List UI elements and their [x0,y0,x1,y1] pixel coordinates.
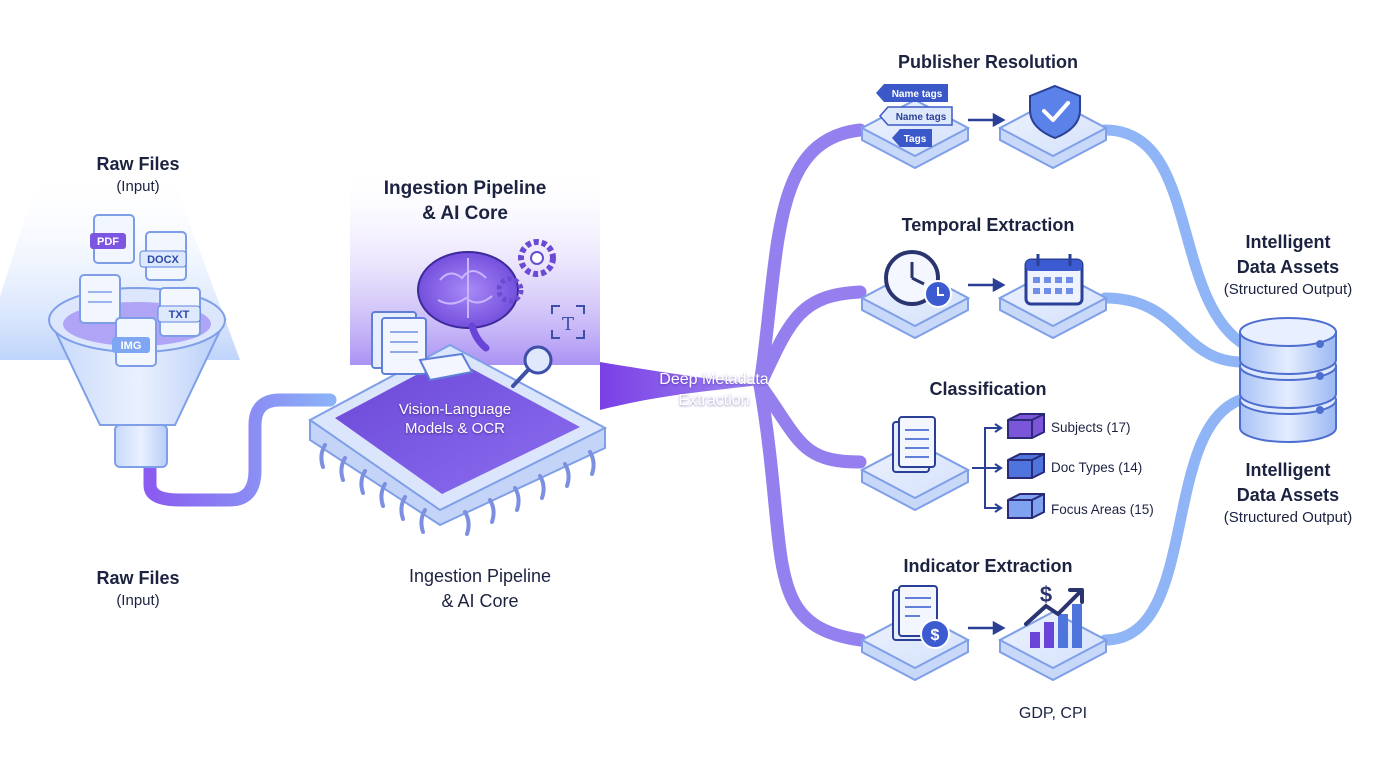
output-title-repeat-line2: Data Assets [1236,485,1340,505]
deep-metadata-line1: Deep Metadata [659,371,769,388]
file-icons: PDF DOCX TXT IMG [79,214,201,367]
financial-document-icon: $ [892,585,950,649]
pdf-file-icon [90,214,135,264]
indicator-caption: GDP, CPI [1018,705,1088,722]
deep-metadata-line2: Extraction [678,392,750,409]
classification-branches [972,423,1003,513]
output-title-line1: Intelligent [1245,232,1331,252]
deep-metadata-stream [600,362,760,410]
text-page-icon [418,352,474,382]
database-icon [1239,317,1337,443]
core-chip-line1: Vision-Language [398,401,512,418]
temporal-extraction-title: Temporal Extraction [901,215,1075,235]
name-tag-1: Name tags [892,89,943,100]
docx-label: DOCX [147,254,179,266]
stage-arrows [968,112,1006,636]
core-title-repeat-line2: & AI Core [441,591,519,611]
brain-icon [417,251,519,352]
output-connectors [1099,124,1251,646]
gear-icon [496,239,556,304]
magnifier-icon [511,345,553,388]
output-subtitle-repeat: (Structured Output) [1223,509,1353,526]
output-title-repeat-line1: Intelligent [1245,460,1331,480]
raw-files-label-repeat: Raw Files (Input) [78,566,198,611]
clock-icon [884,250,952,308]
raw-files-subtitle: (Input) [116,178,160,195]
indicator-extraction-title: Indicator Extraction [903,556,1073,576]
output-label: Intelligent Data Assets (Structured Outp… [1200,230,1376,300]
shield-check-icon [1029,84,1081,140]
raw-files-title: Raw Files [96,154,180,174]
img-file-icon [112,317,157,367]
core-title-repeat-line1: Ingestion Pipeline [408,566,552,586]
subjects-label: Subjects (17) [1051,420,1131,435]
text-recognition-icon: T [551,305,585,339]
pdf-label: PDF [97,236,119,248]
raw-files-subtitle-repeat: (Input) [116,592,160,609]
name-tag-2: Name tags [896,112,947,123]
focus-areas-label: Focus Areas (15) [1051,502,1154,517]
publisher-resolution-title: Publisher Resolution [897,52,1079,72]
raw-files-label: Raw Files (Input) [78,152,198,197]
input-pipe [143,393,337,507]
dollar-sign-glyph: $ [1040,582,1052,607]
focus-areas-box-icon [1007,493,1045,519]
output-label-repeat: Intelligent Data Assets (Structured Outp… [1200,458,1376,528]
name-tags-icon: Name tags Name tags Tags [876,84,953,147]
doc-types-label: Doc Types (14) [1051,460,1143,475]
core-chip-label: Vision-Language Models & OCR [390,400,520,438]
processor-chip [308,343,608,536]
text-recognition-glyph: T [562,314,574,335]
txt-label: TXT [169,309,190,321]
classification-title: Classification [929,379,1047,399]
classification-document-icon [892,416,936,473]
document-stack-icon [371,311,427,375]
output-subtitle: (Structured Output) [1223,281,1353,298]
core-title-repeat: Ingestion Pipeline & AI Core [370,564,590,614]
core-title: Ingestion Pipeline & AI Core [370,176,560,226]
img-label: IMG [121,340,142,352]
deep-metadata-label: Deep Metadata Extraction [654,369,774,411]
growth-chart-icon: $ [1024,582,1084,648]
core-title-line1: Ingestion Pipeline [383,178,547,199]
core-title-line2: & AI Core [422,203,508,224]
name-tag-3: Tags [904,134,927,145]
core-chip-line2: Models & OCR [404,420,506,437]
coin-dollar-glyph: $ [931,627,940,644]
blank-file-icon [79,274,121,324]
output-title-line2: Data Assets [1236,257,1340,277]
calendar-icon [1024,254,1084,306]
raw-files-title-repeat: Raw Files [96,568,180,588]
txt-file-icon [157,287,201,337]
subjects-box-icon [1007,413,1045,439]
doc-types-box-icon [1007,453,1045,479]
docx-file-icon [139,231,187,281]
branch-connectors [753,123,867,647]
